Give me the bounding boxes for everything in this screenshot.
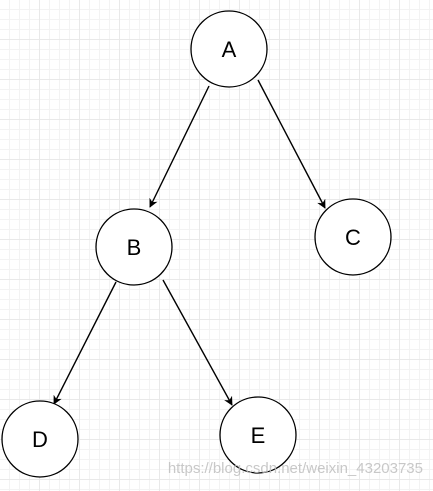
node-c: C	[314, 198, 392, 276]
edge-a-c	[257, 79, 326, 209]
node-a-circle	[190, 10, 268, 88]
node-b-circle	[95, 208, 173, 286]
node-e-circle	[219, 396, 297, 474]
node-e: E	[219, 396, 297, 474]
node-a: A	[190, 10, 268, 88]
edge-b-d	[53, 281, 117, 405]
node-a-label: A	[222, 37, 237, 62]
edge-b-e	[162, 279, 233, 406]
node-b: B	[95, 208, 173, 286]
node-d: D	[1, 400, 79, 478]
node-c-label: C	[345, 225, 361, 250]
node-b-label: B	[127, 235, 142, 260]
edge-a-b	[149, 85, 210, 208]
node-e-label: E	[251, 423, 266, 448]
node-c-circle	[314, 198, 392, 276]
node-d-label: D	[32, 427, 48, 452]
node-d-circle	[1, 400, 79, 478]
watermark-text: https://blog.csdn.net/weixin_43203735	[167, 460, 423, 477]
